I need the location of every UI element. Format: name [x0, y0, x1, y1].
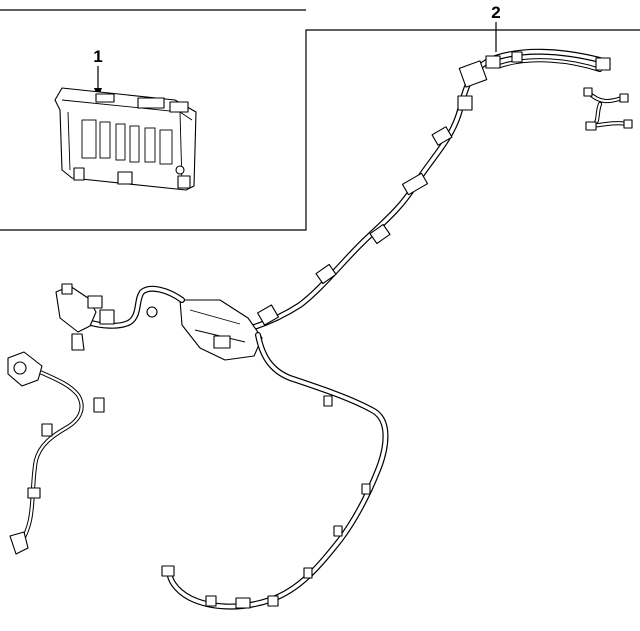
harness-junction [179, 299, 263, 361]
harness-sensor-cable [7, 351, 105, 555]
harness-main-trunk [242, 48, 603, 333]
control-module[interactable] [54, 87, 197, 191]
callout-2[interactable]: 2 [491, 3, 501, 52]
harness-trunk-connectors [257, 51, 611, 326]
diagram-frame [0, 9, 640, 231]
callout-label-1: 1 [93, 47, 102, 66]
callout-label-2: 2 [491, 3, 500, 22]
callout-1[interactable]: 1 [93, 47, 103, 98]
harness-lower-branch [161, 332, 389, 610]
harness-left-branch [55, 283, 185, 351]
harness-small-cable [583, 87, 633, 131]
wiring-harness[interactable] [7, 48, 633, 610]
